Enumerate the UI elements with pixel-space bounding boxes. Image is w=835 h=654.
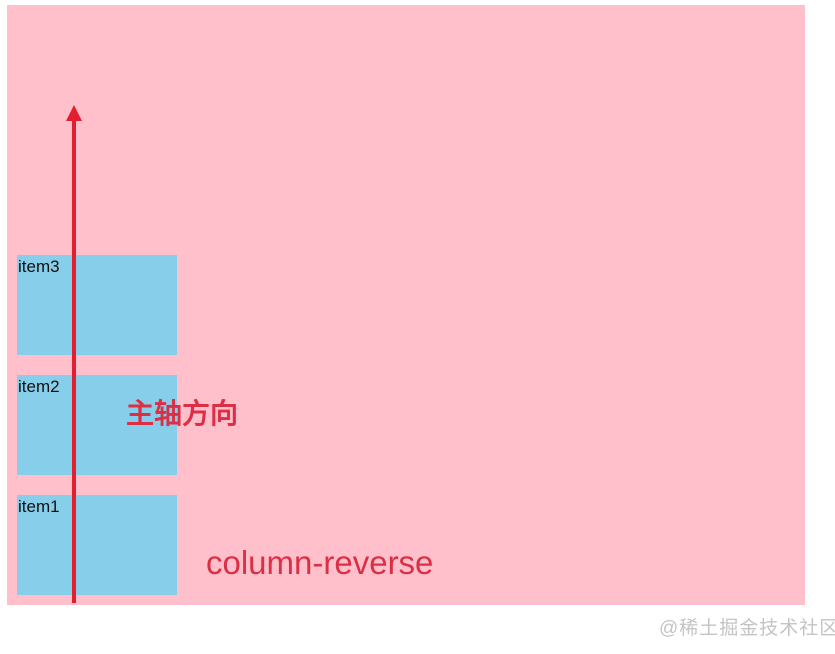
flex-item-2-label: item2 [18, 377, 60, 396]
flex-item-2: item2 [17, 375, 177, 475]
arrow-head-icon [66, 105, 82, 121]
flex-item-3-label: item3 [18, 257, 60, 276]
flex-direction-label: column-reverse [206, 544, 434, 581]
flex-container: item1 item2 item3 主轴方向 column-reverse [7, 5, 805, 605]
flex-item-1-label: item1 [18, 497, 60, 516]
main-axis-label: 主轴方向 [126, 398, 239, 429]
flex-item-3: item3 [17, 255, 177, 355]
flex-item-1: item1 [17, 495, 177, 595]
watermark: @稀土掘金技术社区 [659, 618, 835, 639]
